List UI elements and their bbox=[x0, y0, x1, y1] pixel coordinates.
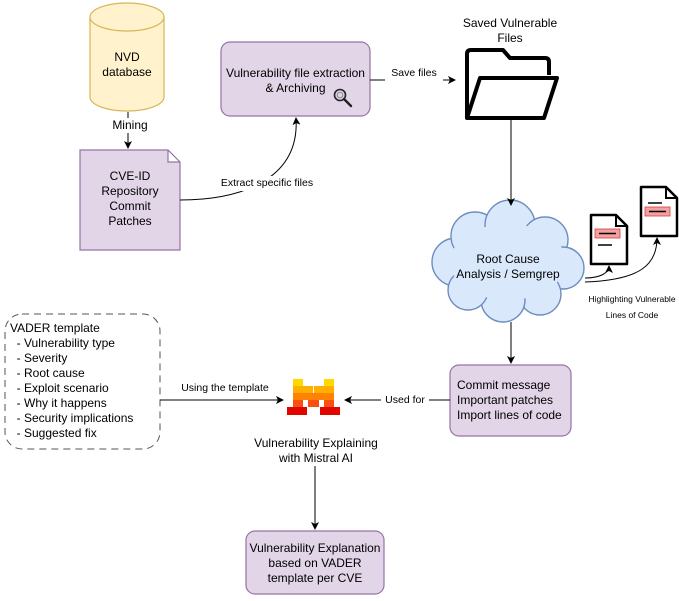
nvd-label: NVD database bbox=[90, 50, 164, 80]
used-for-edge-label: Used for bbox=[381, 393, 429, 408]
vader-item: - Exploit scenario bbox=[10, 381, 109, 395]
saved-files-line1: Saved Vulnerable bbox=[462, 16, 558, 30]
nvd-label-line2: database bbox=[102, 65, 152, 79]
commit-label-line: Commit message bbox=[457, 378, 551, 392]
root-cause-line2: Analysis / Semgrep bbox=[456, 267, 560, 281]
vader-item: - Suggested fix bbox=[10, 426, 97, 440]
explanation-label: Vulnerability Explanation based on VADER… bbox=[246, 541, 384, 586]
vader-item-text: Vulnerability type bbox=[24, 336, 115, 350]
highlight-line2: Lines of Code bbox=[605, 310, 659, 320]
saved-files-line2: Files bbox=[497, 31, 523, 45]
magnifier-icon bbox=[333, 88, 353, 108]
extraction-label-line1: Vulnerability file extraction bbox=[226, 66, 365, 80]
mistral-label-line2: with Mistral AI bbox=[278, 451, 353, 465]
vader-item: - Security implications bbox=[10, 411, 134, 425]
edge-cloud-to-doc1 bbox=[584, 265, 613, 279]
highlight-label: Highlighting Vulnerable Lines of Code bbox=[585, 294, 679, 321]
mistral-label: Vulnerability Explaining with Mistral AI bbox=[245, 436, 387, 466]
vader-item-text: Exploit scenario bbox=[24, 381, 109, 395]
cve-label: CVE-ID Repository Commit Patches bbox=[80, 169, 180, 229]
cve-label-line: CVE-ID bbox=[109, 169, 151, 183]
vader-item: - Vulnerability type bbox=[10, 336, 115, 350]
document-icon bbox=[589, 213, 629, 266]
mistral-label-line1: Vulnerability Explaining bbox=[254, 436, 378, 450]
vader-item-text: Security implications bbox=[24, 411, 134, 425]
extract-edge-label: Extract specific files bbox=[214, 176, 320, 191]
explanation-label-line: based on VADER bbox=[268, 556, 362, 570]
vader-item-text: Severity bbox=[24, 351, 68, 365]
cve-label-line: Patches bbox=[108, 214, 152, 228]
vader-item-text: Suggested fix bbox=[24, 426, 97, 440]
extraction-node bbox=[220, 41, 371, 117]
vader-template-node bbox=[4, 313, 161, 450]
cve-label-line: Repository bbox=[101, 184, 159, 198]
commit-label: Commit message Important patches Import … bbox=[457, 378, 569, 423]
vader-template-label: VADER template - Vulnerability type - Se… bbox=[10, 321, 158, 441]
explanation-label-line: template per CVE bbox=[267, 571, 363, 585]
nvd-database-node bbox=[89, 2, 165, 112]
explanation-node bbox=[245, 530, 385, 595]
root-cause-line1: Root Cause bbox=[476, 252, 540, 266]
highlight-line1: Highlighting Vulnerable bbox=[588, 294, 676, 304]
root-cause-cloud-node bbox=[431, 199, 585, 323]
saved-files-label: Saved Vulnerable Files bbox=[448, 16, 572, 46]
commit-label-line: Important patches bbox=[457, 393, 554, 407]
extraction-label: Vulnerability file extraction & Archivin… bbox=[221, 66, 370, 96]
commit-label-line: Import lines of code bbox=[457, 408, 562, 422]
cve-note-node bbox=[79, 149, 181, 251]
save-edge-label: Save files bbox=[385, 66, 443, 81]
explanation-label-line: Vulnerability Explanation bbox=[249, 541, 381, 555]
edge-cloud-to-doc2 bbox=[584, 237, 661, 283]
mining-edge-label: Mining bbox=[110, 118, 150, 133]
root-cause-label: Root Cause Analysis / Semgrep bbox=[448, 252, 568, 282]
vader-item-text: Root cause bbox=[24, 366, 85, 380]
document-icon bbox=[639, 185, 679, 238]
extraction-label-line2: & Archiving bbox=[265, 81, 326, 95]
vader-template-title: VADER template bbox=[10, 321, 100, 335]
vader-item: - Severity bbox=[10, 351, 68, 365]
using-template-edge-label: Using the template bbox=[178, 381, 272, 396]
mistral-logo-icon bbox=[287, 379, 340, 415]
vader-item: - Root cause bbox=[10, 366, 85, 380]
cve-label-line: Commit bbox=[109, 199, 151, 213]
folder-icon bbox=[465, 48, 559, 120]
vader-item: - Why it happens bbox=[10, 396, 107, 410]
nvd-label-line1: NVD bbox=[114, 50, 140, 64]
vader-item-text: Why it happens bbox=[24, 396, 107, 410]
